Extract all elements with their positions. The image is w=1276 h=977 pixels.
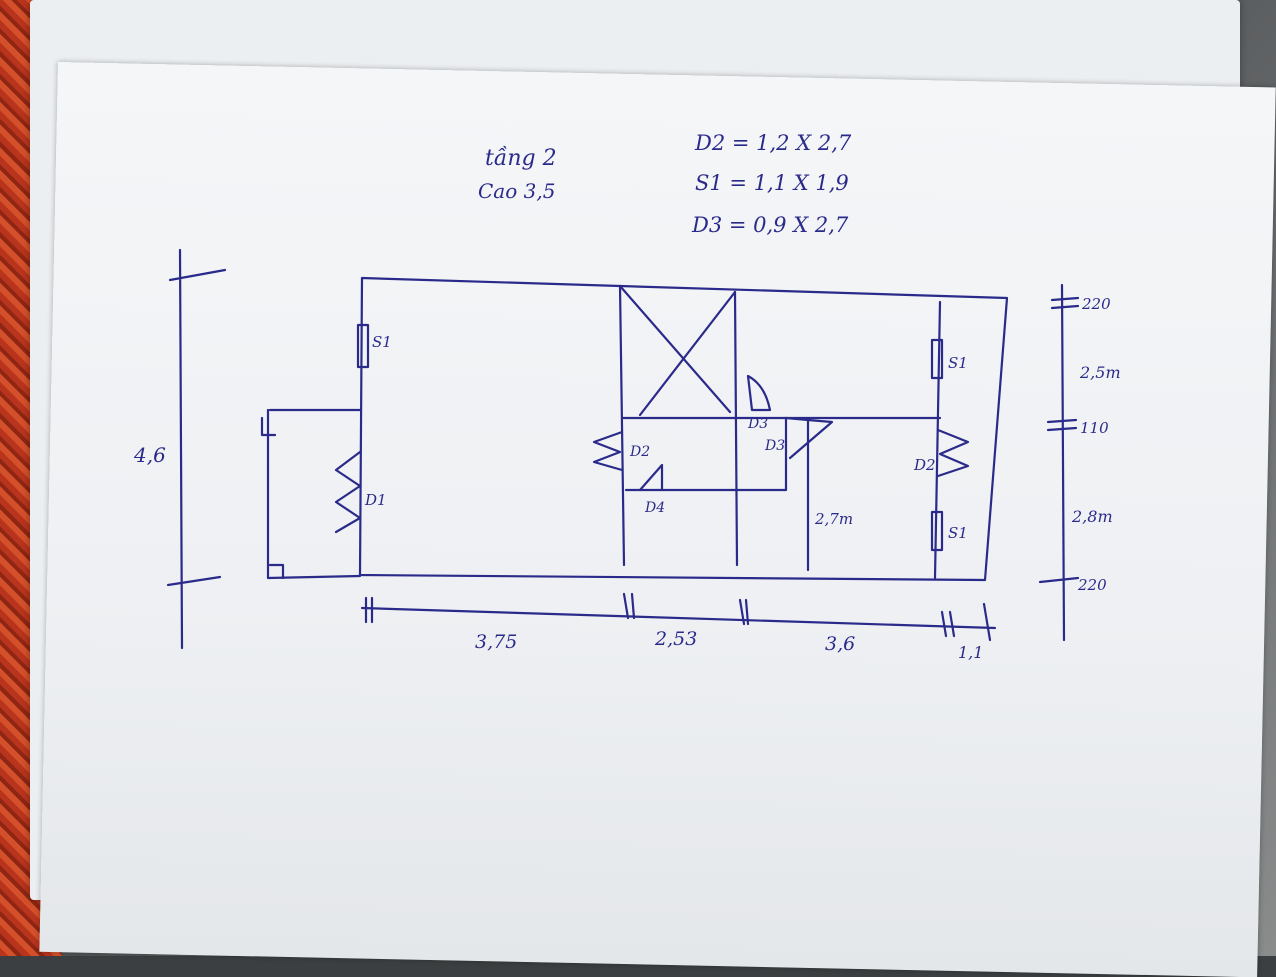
dim-bottom-2: 2,53 <box>654 628 697 650</box>
label-d3-mid: D3 <box>764 438 785 454</box>
dim-right-5: 220 <box>1077 576 1107 594</box>
label-s1-left: S1 <box>372 333 392 351</box>
dim-right-3: 110 <box>1080 419 1109 437</box>
outer-walls <box>358 276 1009 582</box>
label-s1-right-bottom: S1 <box>948 524 968 542</box>
left-dimension <box>166 248 227 650</box>
right-dimension <box>1038 283 1080 642</box>
floor-label: tầng 2 <box>485 145 557 171</box>
dim-right-1: 220 <box>1081 295 1111 313</box>
dim-bottom-4: 1,1 <box>958 643 983 662</box>
spec-d3: D3 = 0,9 X 2,7 <box>691 213 849 237</box>
door-window-symbols <box>334 323 970 552</box>
label-d3-top: D3 <box>747 416 768 432</box>
dim-right-2: 2,5m <box>1079 363 1121 382</box>
height-label: Cao 3,5 <box>478 179 555 203</box>
stair-core <box>618 284 942 572</box>
spec-d2: D2 = 1,2 X 2,7 <box>694 131 852 155</box>
dim-left-total: 4,6 <box>133 443 166 467</box>
dim-bottom-3: 3,6 <box>825 633 855 655</box>
label-d2-left: D2 <box>629 444 650 460</box>
dim-bottom-1: 3,75 <box>475 631 517 653</box>
label-d4: D4 <box>644 500 665 516</box>
dim-right-4: 2,8m <box>1071 507 1113 526</box>
bottom-dimension <box>360 592 997 642</box>
entrance-box <box>260 408 362 580</box>
label-d1: D1 <box>364 491 387 509</box>
floor-plan-sketch: tầng 2 Cao 3,5 D2 = 1,2 X 2,7 S1 = 1,1 X… <box>133 131 1121 662</box>
label-room-height: 2,7m <box>814 510 853 528</box>
spec-s1: S1 = 1,1 X 1,9 <box>695 171 849 195</box>
label-s1-right-top: S1 <box>948 354 968 372</box>
label-d2-right: D2 <box>913 456 936 474</box>
